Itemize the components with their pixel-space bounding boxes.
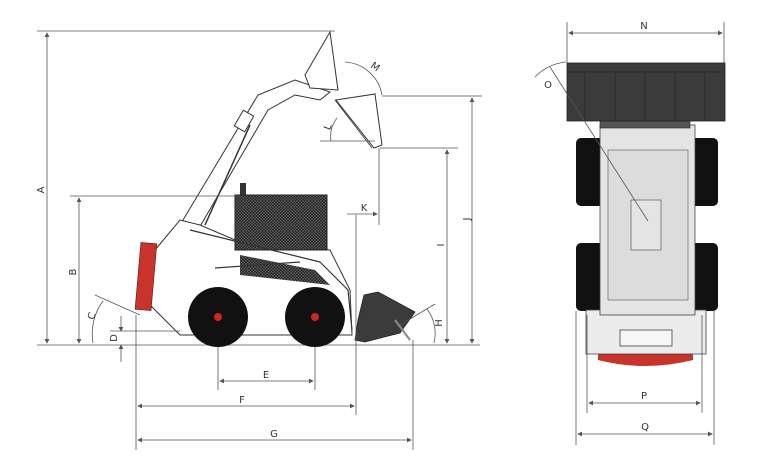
bucket-top [566,62,726,122]
label-J: J [462,218,473,222]
front-wheel [285,287,345,347]
label-L: L [322,122,334,131]
label-B: B [68,268,79,275]
label-H: H [434,319,445,327]
top-view: N O P Q [534,21,726,445]
label-C: C [86,311,99,321]
lowered-bucket [354,291,416,343]
label-E: E [263,370,269,381]
access-panel [630,199,662,251]
cab-mesh [234,194,328,251]
tire-front-left [576,138,604,206]
label-O: O [544,80,552,91]
dimension-lines [37,30,482,450]
counterweight [134,242,158,311]
label-K: K [361,203,368,214]
rear-lamp-bar [598,352,693,366]
label-A: A [36,186,47,193]
tire-front-right [690,138,718,206]
label-Q: Q [641,422,649,433]
label-P: P [641,391,647,402]
raised-bucket-outline [304,30,383,149]
top-dimension-lines [534,22,725,445]
label-N: N [640,21,647,32]
side-view: A B C D E F G H I J K L M [36,30,482,450]
label-F: F [239,395,245,406]
label-I: I [436,244,447,247]
label-G: G [270,429,278,440]
tire-rear-left [576,243,604,311]
label-D: D [109,334,120,342]
rear-wheel [188,287,248,347]
tire-rear-right [690,243,718,311]
